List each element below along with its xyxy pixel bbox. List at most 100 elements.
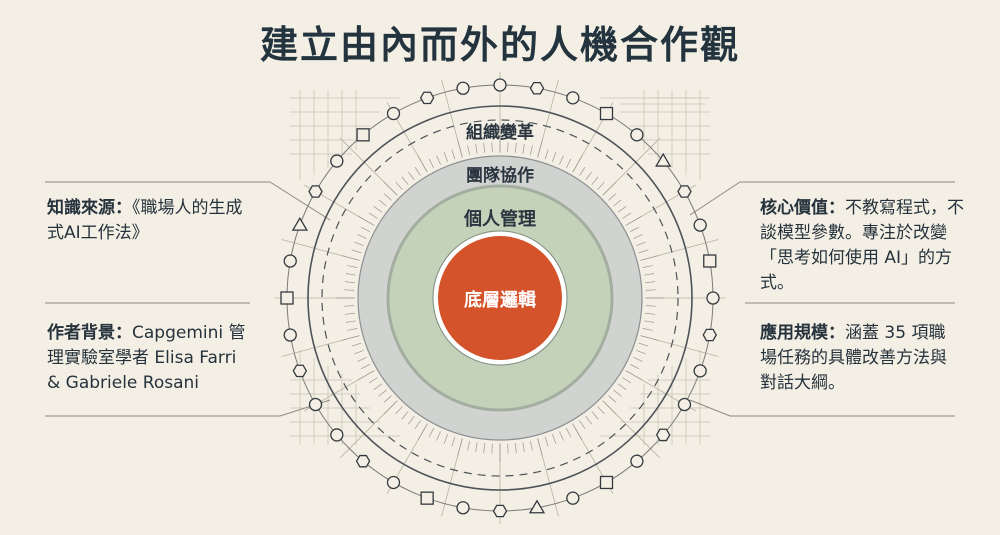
tick-mark xyxy=(645,312,656,315)
tick-mark xyxy=(617,206,627,213)
tick-mark xyxy=(507,142,509,153)
tick-mark xyxy=(644,320,655,323)
tick-mark xyxy=(360,363,371,370)
perimeter-marker-circle xyxy=(456,81,470,95)
note-label: 作者背景： xyxy=(47,323,132,343)
tick-mark xyxy=(357,215,374,226)
tick-mark xyxy=(622,212,632,219)
tick-mark xyxy=(345,320,356,323)
note-core-value: 核心價值：不教寫程式，不談模型參數。專注於改變「思考如何使用 AI」的方式。 xyxy=(760,196,965,296)
tick-mark xyxy=(591,176,599,185)
tick-mark xyxy=(344,312,355,315)
perimeter-marker-circle xyxy=(706,291,720,305)
note-application-scale: 應用規模：涵蓋 35 項職場任務的具體改善方法與對話大綱。 xyxy=(760,321,960,396)
note-knowledge-source: 知識來源：《職場人的生成式AI工作法》 xyxy=(47,196,252,246)
tick-mark xyxy=(565,158,572,169)
tick-mark xyxy=(395,406,403,415)
tick-mark xyxy=(597,181,605,190)
tick-mark xyxy=(344,289,355,291)
tick-mark xyxy=(530,440,533,451)
tick-mark xyxy=(559,155,564,165)
tick-mark xyxy=(591,411,599,420)
core-circle xyxy=(438,236,562,360)
tick-mark xyxy=(602,400,617,415)
tick-mark xyxy=(483,443,486,454)
tick-mark xyxy=(368,212,378,219)
tick-mark xyxy=(483,142,486,153)
tick-mark xyxy=(579,166,586,176)
tick-mark xyxy=(617,383,627,390)
tick-mark xyxy=(395,181,403,190)
tick-mark xyxy=(443,434,449,444)
tick-mark xyxy=(633,357,643,362)
perimeter-marker-square xyxy=(599,106,614,121)
tick-mark xyxy=(572,424,583,441)
tick-mark xyxy=(443,152,449,162)
tick-mark xyxy=(507,443,509,454)
tick-mark xyxy=(608,395,617,403)
tick-mark xyxy=(633,234,643,239)
tick-mark xyxy=(414,166,421,176)
perimeter-marker-square xyxy=(599,475,614,490)
tick-mark xyxy=(341,255,360,261)
tick-mark xyxy=(360,226,371,233)
tick-mark xyxy=(428,158,435,169)
tick-mark xyxy=(522,442,525,453)
tick-mark xyxy=(467,145,470,156)
note-text: Capgemini 管理實驗室學者 Elisa Farri & Gabriele… xyxy=(47,323,246,393)
tick-mark xyxy=(636,241,646,247)
tick-mark xyxy=(565,427,572,438)
tick-mark xyxy=(522,143,525,154)
perimeter-marker-hexagon xyxy=(419,91,435,105)
tick-mark xyxy=(408,415,415,425)
tick-mark xyxy=(357,357,367,362)
tick-mark xyxy=(378,389,387,397)
perimeter-marker-hexagon xyxy=(492,504,508,518)
tick-band xyxy=(336,134,664,462)
tick-mark xyxy=(347,265,358,268)
perimeter-marker-circle xyxy=(308,397,323,412)
page-title: 建立由內而外的人機合作觀 xyxy=(259,23,740,67)
tick-mark xyxy=(622,377,632,384)
perimeter-marker-hexagon xyxy=(655,428,671,442)
tick-mark xyxy=(613,389,622,397)
tick-mark xyxy=(608,193,617,201)
tick-mark xyxy=(579,420,586,430)
note-text: 不教寫程式，不談模型參數。專注於改變「思考如何使用 AI」的方式。 xyxy=(760,198,964,293)
ring-label-organization: 組織變革 xyxy=(466,123,534,143)
perimeter-marker-circle xyxy=(566,491,580,505)
outer-ring-main xyxy=(307,105,693,491)
tick-mark xyxy=(475,442,478,453)
tick-mark xyxy=(544,436,549,447)
tick-mark xyxy=(629,363,640,370)
tick-mark xyxy=(373,383,383,390)
tick-mark xyxy=(401,176,409,185)
tick-mark xyxy=(642,328,653,331)
perimeter-marker-circle xyxy=(566,91,580,105)
tick-mark xyxy=(351,249,362,254)
tick-mark xyxy=(642,265,653,268)
tick-mark xyxy=(457,438,463,457)
tick-mark xyxy=(368,377,378,384)
tick-mark xyxy=(491,142,493,153)
perimeter-marker-circle xyxy=(630,454,644,468)
tick-mark xyxy=(613,199,622,207)
perimeter-marker-circle xyxy=(677,397,692,412)
tick-mark xyxy=(597,406,605,415)
tick-mark xyxy=(514,142,517,153)
tick-mark xyxy=(640,255,659,261)
tick-mark xyxy=(451,149,456,160)
perimeter-marker-triangle xyxy=(528,499,546,514)
note-text: 《職場人的生成式AI工作法》 xyxy=(47,198,243,243)
tick-mark xyxy=(640,335,659,341)
tick-mark xyxy=(585,171,592,181)
tick-mark xyxy=(347,328,358,331)
tick-mark xyxy=(451,436,456,447)
perimeter-marker-circle xyxy=(386,106,401,121)
tick-mark xyxy=(638,342,649,347)
perimeter-marker-square xyxy=(703,254,717,268)
perimeter-marker-hexagon xyxy=(308,185,323,198)
tick-mark xyxy=(626,370,643,381)
tick-mark xyxy=(401,411,409,420)
